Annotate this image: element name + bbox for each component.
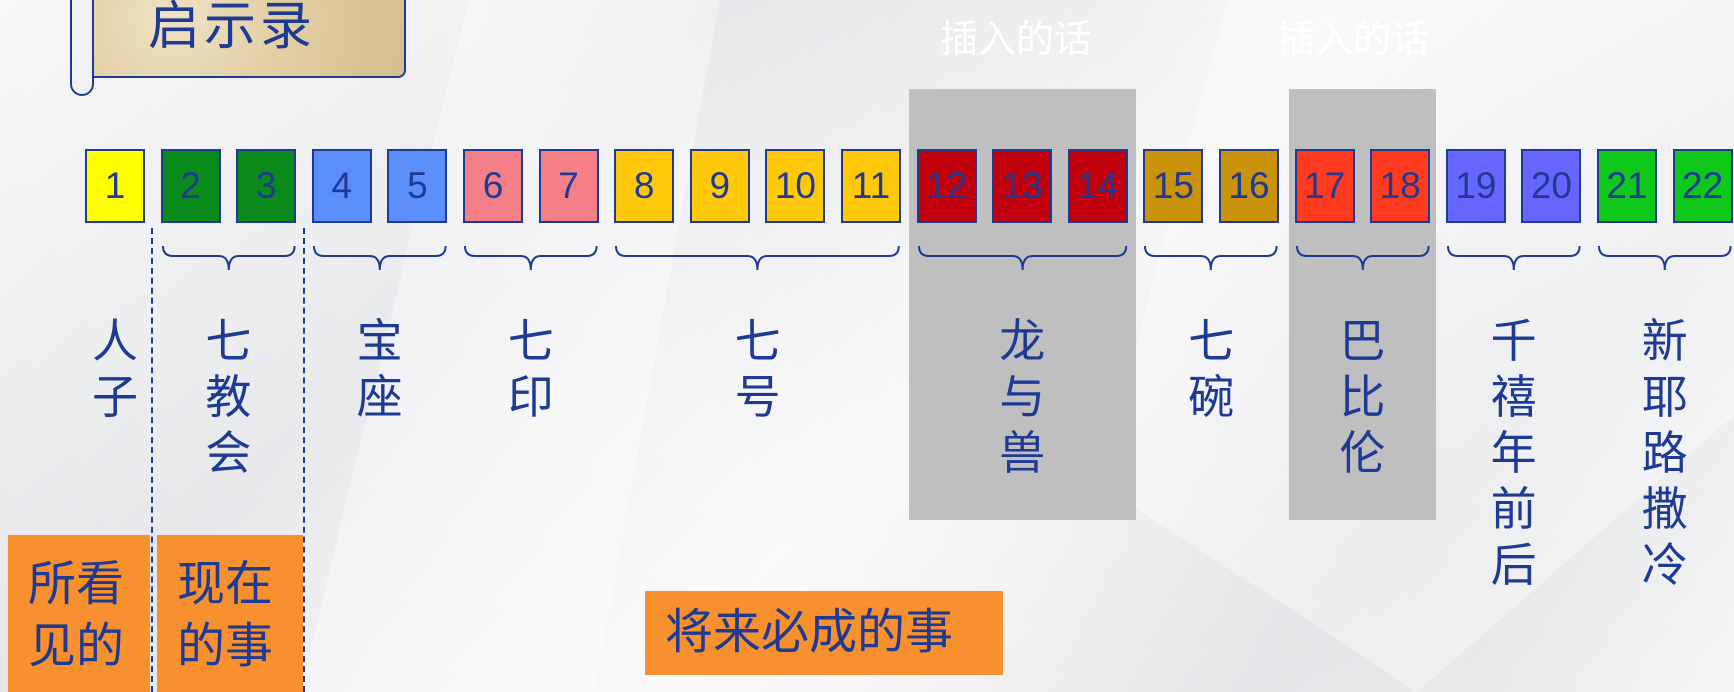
chapter-box-21: 21 bbox=[1597, 149, 1657, 223]
group-label: 宝 座 bbox=[356, 314, 403, 424]
group-brace bbox=[1598, 244, 1732, 272]
page-title: 启示录 bbox=[148, 0, 317, 57]
section-seen-label: 所看 见的 bbox=[28, 556, 125, 674]
section-future: 将来必成的事 bbox=[645, 591, 1003, 675]
group-label: 七 教 会 bbox=[205, 314, 252, 480]
chapter-box-22: 22 bbox=[1672, 149, 1733, 223]
group-label: 人 子 bbox=[92, 314, 138, 424]
group-brace bbox=[917, 244, 1127, 272]
chapter-box-15: 15 bbox=[1143, 149, 1204, 223]
chapter-box-8: 8 bbox=[614, 149, 675, 223]
group-brace bbox=[615, 244, 900, 272]
chapter-box-1: 1 bbox=[85, 149, 145, 223]
chapter-box-14: 14 bbox=[1067, 149, 1128, 223]
chapter-box-19: 19 bbox=[1445, 149, 1506, 223]
section-present: 现在 的事 bbox=[157, 535, 303, 692]
chapter-box-11: 11 bbox=[841, 149, 901, 223]
chapter-box-16: 16 bbox=[1219, 149, 1279, 223]
section-present-label: 现在 的事 bbox=[177, 556, 274, 674]
chapter-box-13: 13 bbox=[992, 149, 1053, 223]
chapter-box-10: 10 bbox=[765, 149, 826, 223]
group-label: 七 印 bbox=[507, 314, 554, 424]
section-seen: 所看 见的 bbox=[8, 535, 150, 692]
group-brace bbox=[312, 244, 447, 272]
group-brace bbox=[1446, 244, 1581, 272]
chapter-box-12: 12 bbox=[916, 149, 977, 223]
chapter-box-5: 5 bbox=[387, 149, 448, 223]
divider-seen-present bbox=[151, 228, 153, 692]
chapter-box-20: 20 bbox=[1521, 149, 1582, 223]
chapter-box-6: 6 bbox=[463, 149, 523, 223]
chapter-box-18: 18 bbox=[1370, 149, 1431, 223]
section-future-label: 将来必成的事 bbox=[665, 604, 954, 660]
group-label: 千 禧 年 前 后 bbox=[1490, 314, 1537, 592]
group-label: 七 碗 bbox=[1188, 314, 1235, 424]
chapter-box-2: 2 bbox=[160, 149, 221, 223]
chapter-box-9: 9 bbox=[689, 149, 750, 223]
group-brace bbox=[464, 244, 598, 272]
group-label: 七 号 bbox=[734, 314, 781, 424]
insert-label: 插入的话 bbox=[1277, 17, 1430, 61]
group-brace bbox=[1295, 244, 1430, 272]
group-label: 龙 与 兽 bbox=[999, 314, 1046, 480]
insert-label: 插入的话 bbox=[940, 17, 1093, 61]
chapter-box-4: 4 bbox=[311, 149, 372, 223]
group-brace bbox=[1144, 244, 1278, 272]
title-box bbox=[70, 0, 406, 78]
chapter-box-3: 3 bbox=[236, 149, 297, 223]
group-label: 巴 比 伦 bbox=[1339, 314, 1386, 480]
divider-present-future bbox=[303, 228, 305, 692]
group-brace bbox=[161, 244, 296, 272]
chapter-box-7: 7 bbox=[538, 149, 599, 223]
group-label: 新 耶 路 撒 冷 bbox=[1641, 314, 1688, 592]
chapter-box-17: 17 bbox=[1294, 149, 1355, 223]
title-scroll-flap bbox=[70, 0, 94, 96]
